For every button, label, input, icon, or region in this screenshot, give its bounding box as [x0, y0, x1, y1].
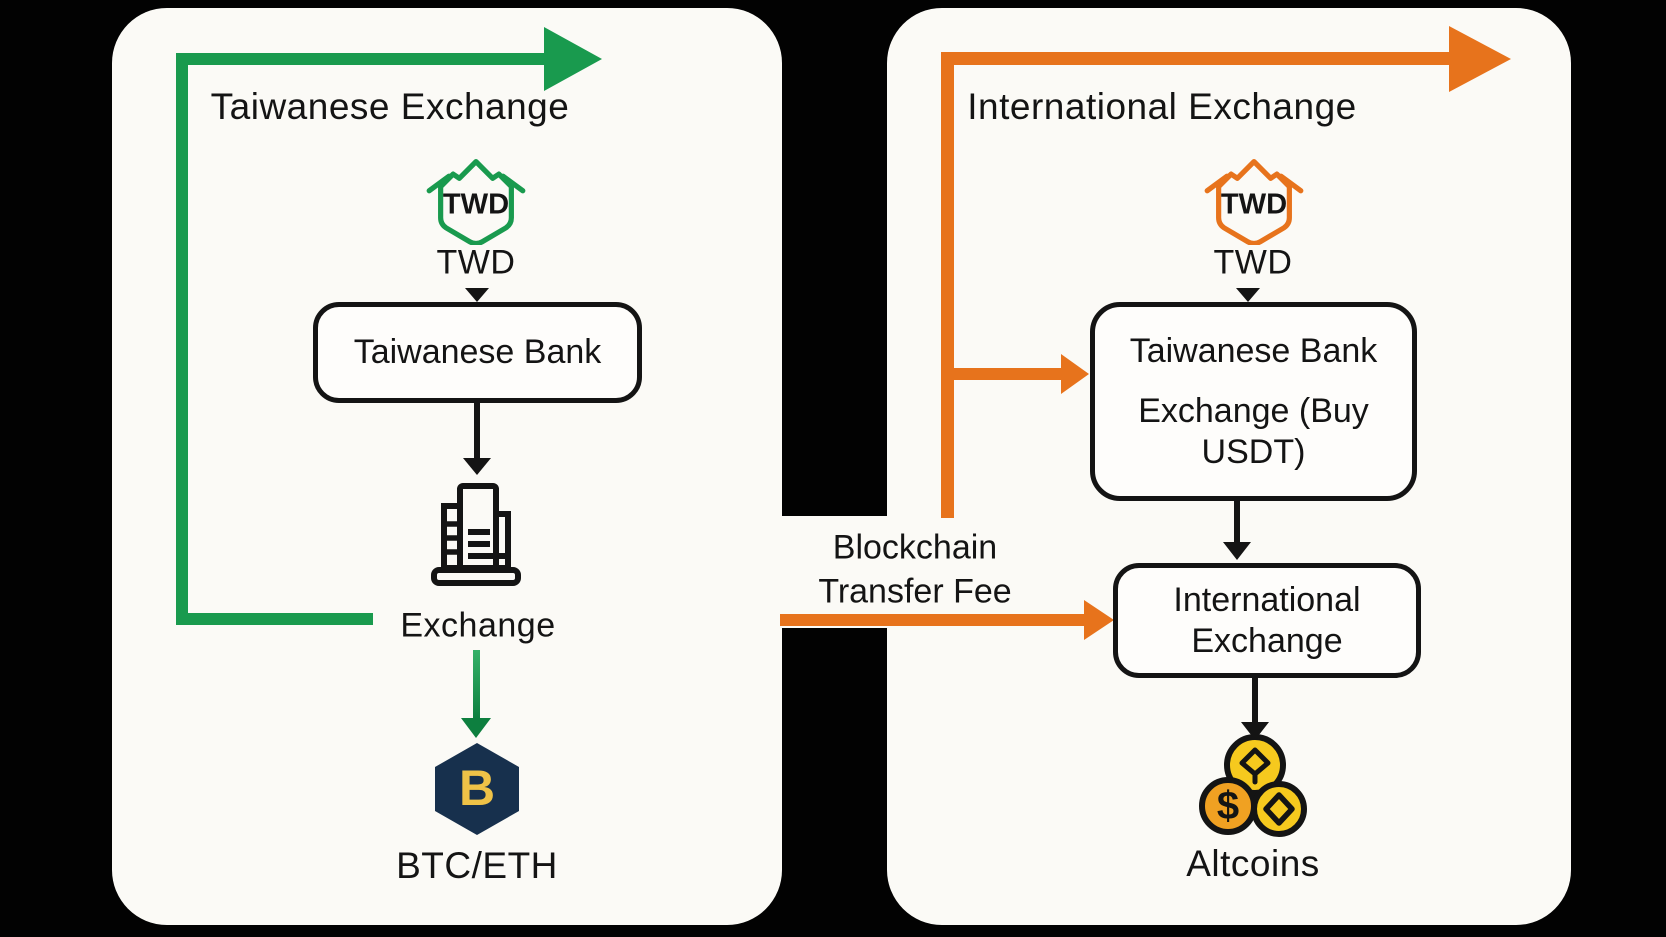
- exchange-to-crypto-arrow: [473, 650, 480, 720]
- twd-badge-right-label: TWD: [1221, 189, 1287, 221]
- twd-badge-icon: TWD: [426, 159, 526, 245]
- bank-to-exchange-arrow: [474, 401, 480, 460]
- taiwanese-bank-exchange-box: Taiwanese Bank Exchange (Buy USDT): [1090, 302, 1417, 501]
- bank-exchange-line2: Exchange (Buy USDT): [1138, 391, 1369, 471]
- altcoins-label: Altcoins: [1186, 843, 1320, 884]
- orange-flow-line-left: [941, 52, 954, 518]
- orange-branch-arrow-head-icon: [1061, 354, 1089, 394]
- bank-to-intl-arrow-head-icon: [1223, 542, 1251, 560]
- green-flow-line-top: [176, 53, 544, 65]
- taiwanese-bank-box: Taiwanese Bank: [313, 302, 642, 403]
- bridge-band: [778, 516, 892, 628]
- international-exchange-box-label: International Exchange: [1173, 580, 1361, 660]
- green-flow-line-bottom: [176, 613, 373, 625]
- bitcoin-hexagon-icon: B: [435, 743, 519, 835]
- orange-branch-to-bank-line: [941, 368, 1061, 380]
- bridge-label-line2: Transfer Fee: [818, 572, 1012, 610]
- green-arrow-head-icon: [544, 27, 602, 91]
- orange-arrow-head-icon: [1449, 26, 1511, 92]
- dollar-coin-symbol: $: [1217, 784, 1239, 828]
- bridge-label-line1: Blockchain: [832, 528, 998, 567]
- blockchain-transfer-arrow-line: [780, 614, 1084, 626]
- twd-to-bank-arrow-icon: [465, 288, 489, 302]
- exchange-building-icon: [431, 483, 521, 586]
- orange-flow-line-top: [941, 52, 1449, 65]
- bitcoin-letter: B: [459, 760, 495, 816]
- exchange-to-crypto-arrow-head-icon: [461, 718, 491, 738]
- blockchain-transfer-fee-label: Blockchain Transfer Fee: [818, 526, 1011, 613]
- exchange-label: Exchange: [400, 606, 556, 645]
- altcoins-icon: $: [1199, 734, 1307, 837]
- right-currency-label: TWD: [1213, 243, 1293, 282]
- right-panel-title: International Exchange: [967, 86, 1357, 127]
- twd-badge-right-icon: TWD: [1204, 159, 1304, 245]
- bank-exchange-line1: Taiwanese Bank: [1129, 331, 1378, 370]
- twd-to-bank-arrow-right-icon: [1236, 288, 1260, 302]
- twd-badge-label: TWD: [443, 189, 509, 221]
- left-panel-title: Taiwanese Exchange: [210, 86, 570, 127]
- green-flow-line-left: [176, 53, 188, 625]
- taiwanese-bank-box-label: Taiwanese Bank: [353, 333, 602, 372]
- intl-to-altcoins-arrow: [1252, 676, 1258, 724]
- bank-to-exchange-arrow-head-icon: [463, 458, 491, 475]
- btc-eth-label: BTC/ETH: [396, 845, 558, 886]
- left-currency-label: TWD: [436, 243, 516, 282]
- bank-to-intl-arrow: [1234, 491, 1240, 544]
- blockchain-transfer-arrow-head-icon: [1084, 600, 1114, 640]
- international-exchange-box: International Exchange: [1113, 563, 1421, 678]
